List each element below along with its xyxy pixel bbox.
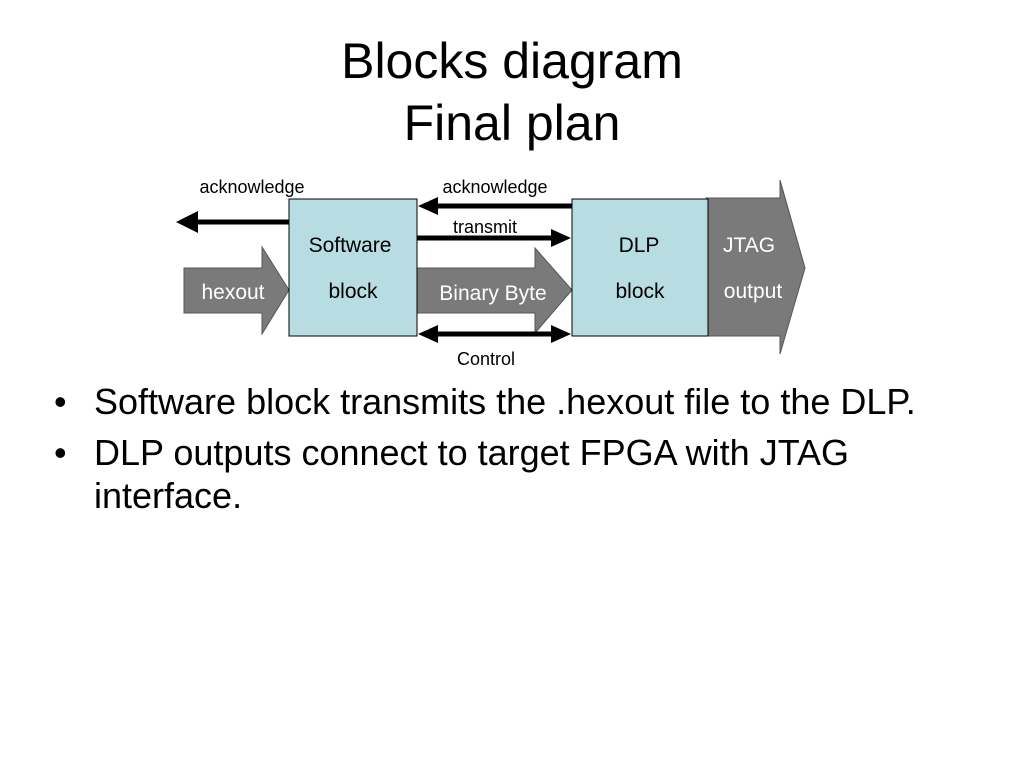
bullet-text: Software block transmits the .hexout fil…	[94, 381, 916, 422]
binary-byte-label: Binary Byte	[439, 282, 546, 305]
dlp-block-label: DLP	[619, 234, 660, 257]
bullet-dot-icon: •	[54, 381, 67, 422]
jtag-output-arrow	[705, 179, 806, 355]
jtag-label: JTAG	[723, 234, 775, 257]
title-line-2: Final plan	[403, 95, 621, 151]
control-arrowhead-right	[551, 325, 571, 343]
slide-title: Blocks diagram Final plan	[0, 30, 1024, 154]
acknowledge-right-arrowhead	[418, 197, 438, 215]
acknowledge-left-arrowhead	[176, 211, 198, 233]
title-line-1: Blocks diagram	[341, 33, 683, 89]
control-arrowhead-left	[418, 325, 438, 343]
dlp-block-sublabel: block	[615, 280, 665, 303]
hexout-arrow	[183, 245, 290, 336]
dlp-block	[571, 198, 709, 337]
software-block-sublabel: block	[328, 280, 378, 303]
bullet-list: • Software block transmits the .hexout f…	[52, 380, 952, 525]
transmit-label: transmit	[453, 217, 517, 237]
software-block-label: Software	[309, 234, 392, 257]
transmit-arrowhead	[551, 229, 571, 247]
bullet-text: DLP outputs connect to target FPGA with …	[94, 432, 850, 516]
acknowledge-right-label: acknowledge	[442, 177, 547, 197]
hexout-label: hexout	[201, 281, 264, 304]
binary-byte-arrow	[416, 246, 573, 335]
bullet-item: • Software block transmits the .hexout f…	[52, 380, 952, 423]
software-block	[288, 198, 418, 337]
bullet-item: • DLP outputs connect to target FPGA wit…	[52, 431, 952, 517]
bullet-dot-icon: •	[54, 432, 67, 473]
jtag-output-label: output	[724, 280, 783, 303]
acknowledge-left-label: acknowledge	[199, 177, 304, 197]
control-label: Control	[457, 349, 515, 369]
